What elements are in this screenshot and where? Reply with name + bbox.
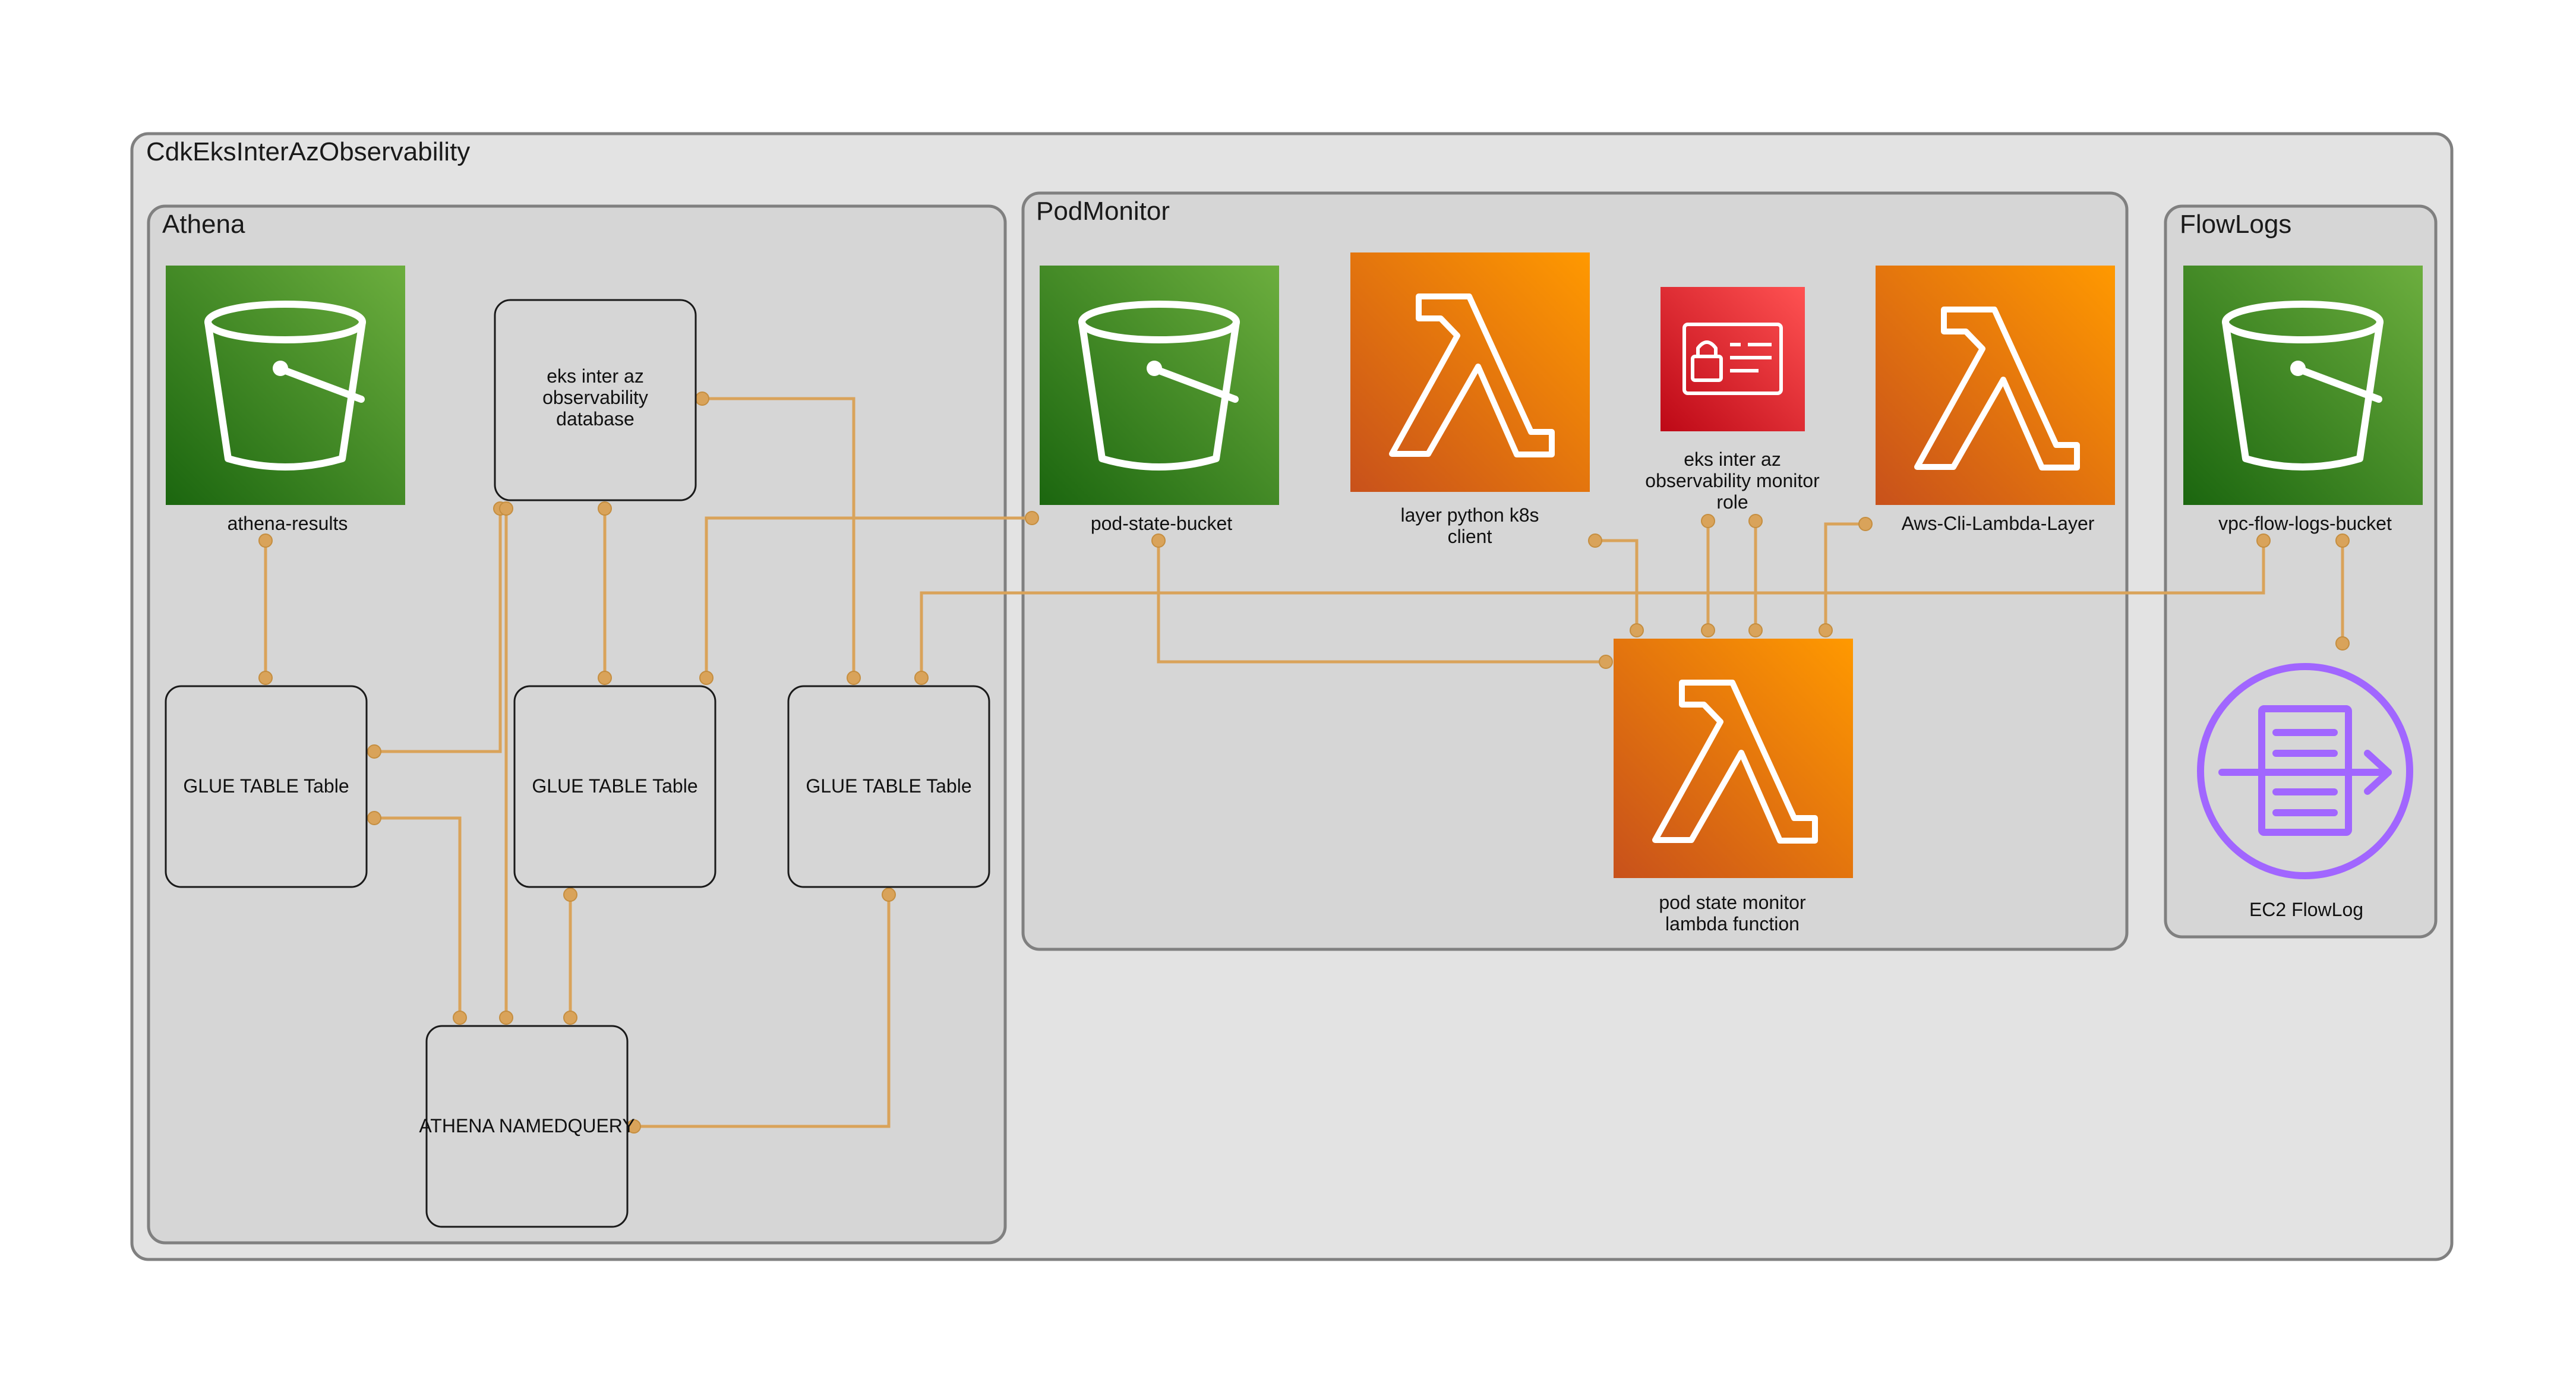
edges	[264, 397, 2344, 1128]
edge-endpoint	[258, 671, 273, 685]
edge-endpoint	[453, 1011, 467, 1025]
edge-endpoint	[2335, 636, 2350, 651]
edge-endpoint	[563, 1011, 577, 1025]
edge-glue-table-1-to-named-query	[374, 816, 462, 1018]
edge-endpoint	[367, 811, 381, 825]
edge-endpoint	[598, 671, 612, 685]
edge-endpoint	[1701, 514, 1715, 528]
node-ec2-flowlog-label: EC2 FlowLog	[2249, 899, 2363, 920]
node-vpc-flow-logs-bucket[interactable]: vpc-flow-logs-bucket	[2183, 266, 2423, 534]
node-glue-table-2[interactable]: GLUE TABLE Table	[513, 685, 716, 888]
edge-database-to-glue-table-3	[702, 397, 855, 678]
edge-vpc-flow-logs-bucket-to-glue-table-3	[920, 541, 2265, 678]
edge-endpoint	[2256, 533, 2271, 548]
edge-endpoint	[1748, 514, 1763, 528]
node-vpc-flow-logs-bucket-label: vpc-flow-logs-bucket	[2218, 513, 2392, 534]
edge-pod-state-bucket-to-lambda	[1157, 541, 1606, 664]
node-glue-table-1-label: GLUE TABLE Table	[183, 775, 349, 797]
edge-aws-cli-layer-to-lambda	[1824, 522, 1865, 630]
node-monitor-role[interactable]: eks inter az observability monitor role	[1645, 287, 1820, 513]
node-monitor-role-label-line-2: observability monitor	[1645, 470, 1820, 491]
edge-endpoint	[598, 501, 612, 516]
node-glue-table-3[interactable]: GLUE TABLE Table	[787, 685, 990, 888]
cluster-flowlogs-label: FlowLogs	[2180, 210, 2291, 239]
node-pod-state-lambda-label-line-1: pod state monitor	[1659, 892, 1806, 913]
edge-endpoint	[1599, 655, 1613, 669]
node-database-label-line-2: observability	[542, 387, 648, 408]
node-monitor-role-label-line-1: eks inter az	[1684, 449, 1781, 470]
node-aws-cli-layer-label: Aws-Cli-Lambda-Layer	[1902, 513, 2095, 534]
edge-endpoint	[563, 888, 577, 902]
edge-endpoint	[1630, 623, 1644, 637]
node-layer-python[interactable]: layer python k8s client	[1350, 252, 1590, 547]
edge-endpoint	[2335, 533, 2350, 548]
node-glue-table-1[interactable]: GLUE TABLE Table	[165, 685, 368, 888]
node-aws-cli-layer[interactable]: Aws-Cli-Lambda-Layer	[1876, 266, 2115, 534]
vpc-flow-log-icon	[2197, 663, 2413, 879]
node-monitor-role-label-line-3: role	[1716, 491, 1748, 513]
edge-endpoint	[882, 888, 896, 902]
edge-endpoint	[1748, 623, 1763, 637]
edge-endpoint	[699, 671, 714, 685]
edge-endpoint	[847, 671, 861, 685]
edge-endpoint	[258, 533, 273, 548]
edge-endpoint	[1588, 533, 1602, 548]
edge-endpoint	[499, 1011, 513, 1025]
edge-endpoint	[1151, 533, 1166, 548]
node-pod-state-lambda-label-line-2: lambda function	[1665, 913, 1800, 934]
edge-endpoints	[258, 392, 2350, 1134]
node-glue-table-2-label: GLUE TABLE Table	[532, 775, 697, 797]
node-named-query-label: ATHENA NAMEDQUERY	[419, 1115, 634, 1136]
edge-endpoint	[695, 392, 709, 406]
node-named-query[interactable]: ATHENA NAMEDQUERY	[419, 1025, 635, 1228]
cluster-athena-label: Athena	[162, 210, 245, 239]
edge-endpoint	[1819, 623, 1833, 637]
node-pod-state-bucket-label: pod-state-bucket	[1091, 513, 1232, 534]
cluster-root-label: CdkEksInterAzObservability	[146, 137, 470, 166]
node-layer-python-label-line-1: layer python k8s	[1400, 504, 1539, 526]
node-athena-results[interactable]: athena-results	[166, 266, 405, 534]
node-database-label-line-3: database	[556, 408, 634, 430]
edge-endpoint	[1858, 517, 1873, 531]
edge-glue-table-1-to-database	[374, 509, 502, 753]
edge-layer-python-to-lambda	[1595, 539, 1639, 630]
node-pod-state-bucket[interactable]: pod-state-bucket	[1040, 266, 1279, 534]
cluster-podmonitor-label: PodMonitor	[1036, 197, 1170, 226]
edge-endpoint	[367, 744, 381, 759]
edge-glue-table-3-to-named-query	[634, 895, 891, 1128]
node-athena-results-label: athena-results	[228, 513, 348, 534]
edge-pod-state-bucket-to-glue-table-2	[705, 516, 1032, 678]
edge-endpoint	[499, 501, 513, 516]
node-glue-table-3-label: GLUE TABLE Table	[806, 775, 971, 797]
edge-endpoint	[1025, 511, 1039, 525]
edge-endpoint	[1701, 623, 1715, 637]
node-pod-state-lambda[interactable]: pod state monitor lambda function	[1614, 639, 1853, 934]
node-ec2-flowlog[interactable]: EC2 FlowLog	[2197, 663, 2413, 920]
node-layer-python-label-line-2: client	[1448, 526, 1492, 547]
edge-endpoint	[914, 671, 929, 685]
node-database-label-line-1: eks inter az	[547, 365, 644, 387]
node-database[interactable]: eks inter az observability database	[494, 299, 697, 501]
